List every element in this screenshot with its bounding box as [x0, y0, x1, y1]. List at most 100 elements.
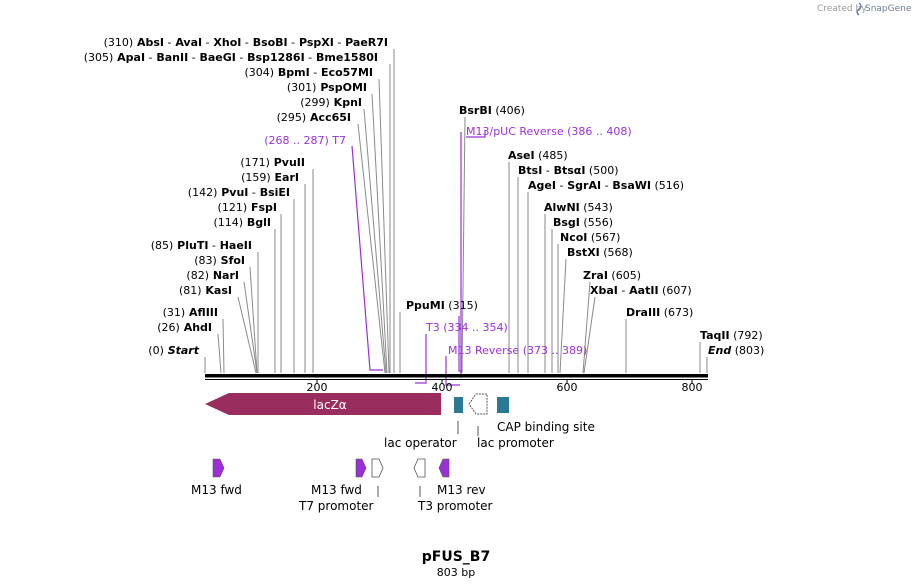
backbone [205, 374, 708, 380]
primer-site-text: (386 .. 408) [564, 125, 632, 138]
enzyme-name: PpuMI [406, 299, 445, 312]
site-label-bstxi: BstXI (568) [567, 246, 633, 259]
enzyme-name: BpmI [274, 66, 310, 79]
ruler-tick-label: 200 [307, 381, 328, 394]
t7-promoter-arrow [371, 458, 384, 478]
site-position: (301) [287, 81, 317, 94]
site-position: - [542, 164, 549, 177]
lac-promoter-arrow [468, 393, 488, 415]
site-position: (114) [213, 216, 243, 229]
site-labels: (310) AbsI - AvaI - XhoI - BsoBI - PspXI… [84, 36, 765, 357]
site-label-bsgi: BsgI (556) [553, 216, 613, 229]
m13-fwd-2-arrow [355, 458, 367, 478]
site-label-pspomi: (301) PspOMI [287, 81, 367, 94]
enzyme-name: Start [164, 344, 200, 357]
lacz-label: lacZα [313, 398, 347, 412]
credit-brand: SnapGene [865, 4, 912, 14]
site-label-kasi: (81) KasI [179, 284, 232, 297]
snapgene-logo-icon [856, 2, 862, 16]
enzyme-name: PvuII [270, 156, 305, 169]
site-position: (406) [492, 104, 525, 117]
site-label-asei: AseI (485) [508, 149, 568, 162]
enzyme-name: BsrBI [459, 104, 492, 117]
lac-promoter-label: lac promoter [477, 436, 554, 450]
ruler-tick-label: 400 [432, 381, 453, 394]
site-label-draiii: DraIII (673) [626, 306, 693, 319]
enzyme-name: Acc65I [306, 111, 351, 124]
primer-callouts [377, 486, 421, 497]
credit-prefix: Created by [817, 4, 867, 14]
map-length: 803 bp [437, 566, 475, 579]
enzyme-name: ApaI [113, 51, 145, 64]
site-label-xbai: XbaI - AatII (607) [590, 284, 692, 297]
site-position: (516) [651, 179, 684, 192]
enzyme-name: AseI [508, 149, 535, 162]
site-label-alwni: AlwNI (543) [544, 201, 613, 214]
site-position: - [334, 36, 341, 49]
site-position: (500) [585, 164, 618, 177]
enzyme-name: BaeGI [196, 51, 236, 64]
site-position: (568) [600, 246, 633, 259]
site-position: (82) [186, 269, 209, 282]
lac-operator-box [454, 397, 463, 413]
enzyme-name: AhdI [180, 321, 212, 334]
enzyme-name: PluTI [173, 239, 208, 252]
site-label-pvuii: (171) PvuII [240, 156, 305, 169]
site-position: (792) [730, 329, 763, 342]
enzyme-name: KpnI [330, 96, 362, 109]
site-position: - [601, 179, 608, 192]
enzyme-name: AatII [625, 284, 658, 297]
primer-site-text: T7 [329, 134, 346, 147]
enzyme-name: XhoI [210, 36, 242, 49]
site-position: (607) [659, 284, 692, 297]
site-position: (567) [587, 231, 620, 244]
enzyme-name: PspXI [295, 36, 334, 49]
site-label-ahdi: (26) AhdI [157, 321, 212, 334]
site-label-fspi: (121) FspI [218, 201, 277, 214]
site-position: - [241, 36, 248, 49]
site-label-agei: AgeI - SgrAI - BsaWI (516) [528, 179, 684, 192]
site-label-apai: (305) ApaI - BanII - BaeGI - Bsp1286I - … [84, 51, 378, 64]
ruler-tick-label: 600 [557, 381, 578, 394]
site-label-nari: (82) NarI [186, 269, 239, 282]
enzyme-name: PspOMI [316, 81, 367, 94]
site-label-m13rev: M13 Reverse (373 .. 389) [448, 344, 587, 357]
site-label-eari: (159) EarI [241, 171, 299, 184]
site-label-bsrbi: BsrBI (406) [459, 104, 525, 117]
site-label-pvui: (142) PvuI - BsiEI [188, 186, 290, 199]
site-position: - [248, 186, 255, 199]
site-position: - [236, 51, 243, 64]
site-position: (31) [163, 306, 186, 319]
enzyme-name: Eco57MI [317, 66, 373, 79]
site-position: (485) [535, 149, 568, 162]
enzyme-name: SgrAI [563, 179, 601, 192]
enzyme-name: AvaI [171, 36, 202, 49]
site-label-pluti: (85) PluTI - HaeII [151, 239, 252, 252]
enzyme-name: SfoI [217, 254, 245, 267]
site-position: (121) [218, 201, 248, 214]
enzyme-name: KasI [202, 284, 232, 297]
site-position: (556) [580, 216, 613, 229]
enzyme-name: BsiEI [256, 186, 290, 199]
enzyme-name: End [708, 344, 731, 357]
site-position: - [618, 284, 625, 297]
enzyme-name: AflIII [185, 306, 218, 319]
site-label-m13puc: M13/pUC Reverse (386 .. 408) [466, 125, 632, 138]
lac-operator-label: lac operator [384, 436, 457, 450]
site-label-ncoi: NcoI (567) [560, 231, 620, 244]
site-position: - [208, 239, 215, 252]
enzyme-name: PaeR7I [341, 36, 388, 49]
enzyme-name: BsoBI [249, 36, 288, 49]
site-label-bpmi: (304) BpmI - Eco57MI [245, 66, 374, 79]
enzyme-name: NarI [209, 269, 239, 282]
site-label-taqii: TaqII (792) [700, 329, 763, 342]
site-position: (315) [445, 299, 478, 312]
m13-rev-arrow [438, 458, 450, 478]
site-position: (0) [148, 344, 164, 357]
site-position: - [288, 36, 295, 49]
site-position: (159) [241, 171, 271, 184]
site-position: (310) [104, 36, 134, 49]
feature-callouts [457, 421, 479, 436]
